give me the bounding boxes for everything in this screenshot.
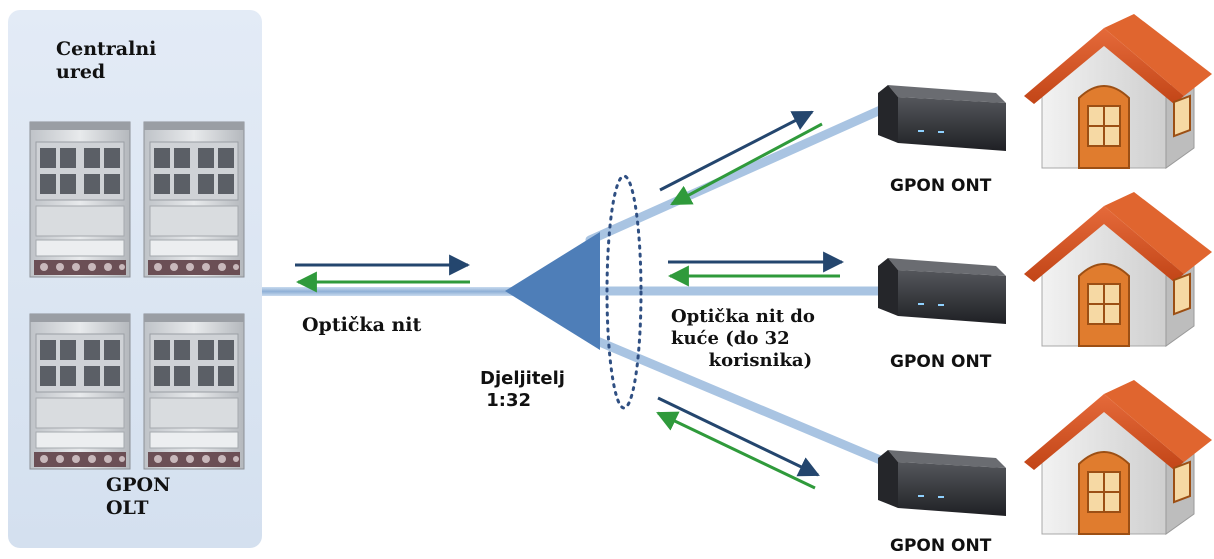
drop-fiber-top [585, 103, 890, 245]
drop-fiber-label: Optička nit do kuće (do 32 korisnika) [671, 306, 815, 371]
top-downstream-arrow [659, 110, 814, 192]
ont-label-1: GPON ONT [890, 176, 992, 196]
splitter-label: Djeljitelj 1:32 [480, 368, 565, 411]
ont-devices [878, 85, 1006, 516]
bottom-downstream-arrow [657, 396, 820, 477]
bottom-upstream-arrow [656, 411, 816, 490]
houses [1023, 13, 1213, 535]
central-office-label: Centralni ured [56, 38, 157, 84]
feeder-fiber-line [262, 287, 520, 296]
olt-label: GPON OLT [106, 474, 171, 520]
feeder-fiber-label: Optička nit [302, 314, 422, 336]
splitter-symbol [505, 232, 600, 350]
drop-group-ellipse [605, 174, 643, 410]
direction-arrows [295, 110, 845, 490]
top-upstream-arrow [670, 122, 823, 206]
ont-label-2: GPON ONT [890, 352, 992, 372]
ont-label-3: GPON ONT [890, 536, 992, 556]
